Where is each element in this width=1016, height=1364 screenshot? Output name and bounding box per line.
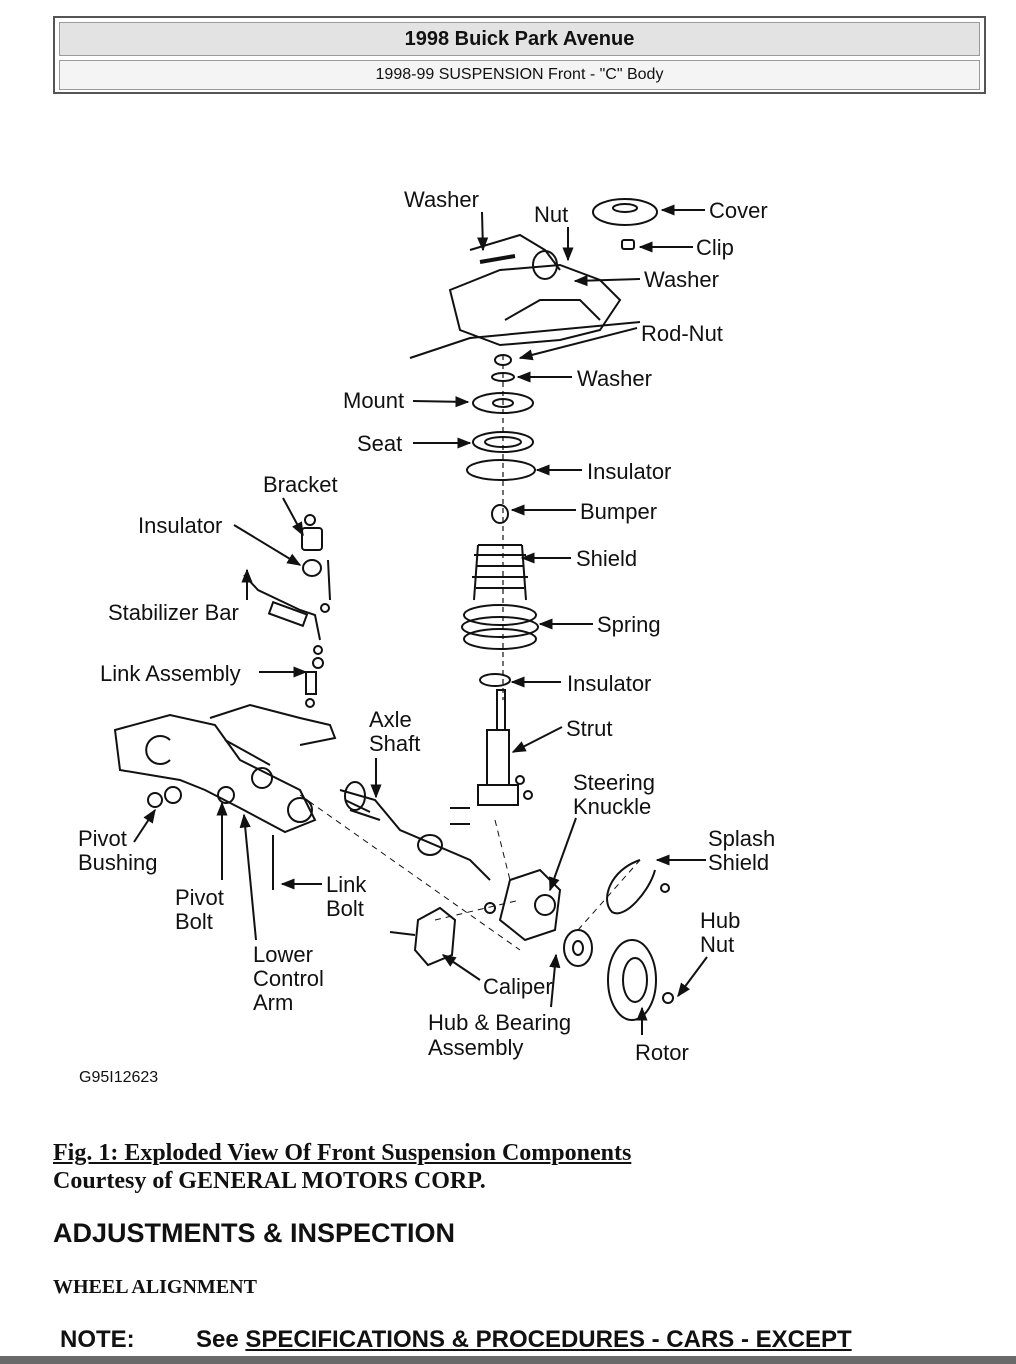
label-pivot-bushing-1: Pivot: [78, 826, 127, 851]
label-hub-bearing-2: Assembly: [428, 1035, 523, 1060]
leader-arrows: [133, 204, 708, 1035]
label-link-assembly: Link Assembly: [100, 661, 241, 686]
figure-code: G95I12623: [79, 1069, 158, 1086]
label-hub-nut-1: Hub: [700, 908, 740, 933]
label-insulator-upper: Insulator: [587, 459, 671, 484]
label-axle-shaft-2: Shaft: [369, 731, 420, 756]
label-lower-control-arm-1: Lower: [253, 942, 313, 967]
label-shield: Shield: [576, 546, 637, 571]
label-link-bolt-1: Link: [326, 872, 367, 897]
label-cover: Cover: [709, 198, 768, 223]
label-caliper: Caliper: [483, 974, 553, 999]
page-bottom-bar: [0, 1356, 1016, 1364]
document-subtitle: 1998-99 SUSPENSION Front - "C" Body: [59, 60, 980, 90]
note-line: NOTE: See SPECIFICATIONS & PROCEDURES - C…: [60, 1326, 852, 1354]
label-pivot-bolt-1: Pivot: [175, 885, 224, 910]
label-insulator-lower: Insulator: [567, 671, 651, 696]
label-nut: Nut: [534, 202, 568, 227]
exploded-suspension-diagram: Washer Nut Cover Clip Washer Rod-Nut Was…: [78, 187, 775, 1086]
specifications-link[interactable]: SPECIFICATIONS & PROCEDURES - CARS - EXC…: [245, 1326, 852, 1353]
label-insulator-left: Insulator: [138, 513, 222, 538]
label-strut: Strut: [566, 716, 612, 741]
document-title: 1998 Buick Park Avenue: [59, 22, 980, 56]
note-label: NOTE:: [60, 1326, 135, 1353]
label-rotor: Rotor: [635, 1040, 689, 1065]
label-lower-control-arm-2: Control: [253, 966, 324, 991]
label-lower-control-arm-3: Arm: [253, 990, 293, 1015]
label-washer-mid: Washer: [577, 366, 652, 391]
label-link-bolt-2: Bolt: [326, 896, 364, 921]
label-pivot-bolt-2: Bolt: [175, 909, 213, 934]
document-header: 1998 Buick Park Avenue 1998-99 SUSPENSIO…: [53, 16, 986, 94]
component-labels: Washer Nut Cover Clip Washer Rod-Nut Was…: [78, 187, 775, 1086]
label-steering-knuckle-1: Steering: [573, 770, 655, 795]
label-bumper: Bumper: [580, 499, 657, 524]
label-splash-shield-1: Splash: [708, 826, 775, 851]
figure-caption-courtesy: Courtesy of GENERAL MOTORS CORP.: [53, 1168, 486, 1194]
label-hub-nut-2: Nut: [700, 932, 734, 957]
note-prefix: See: [196, 1326, 239, 1353]
label-pivot-bushing-2: Bushing: [78, 850, 158, 875]
label-seat: Seat: [357, 431, 402, 456]
label-mount: Mount: [343, 388, 404, 413]
figure-caption-title: Fig. 1: Exploded View Of Front Suspensio…: [53, 1140, 632, 1166]
subsection-heading: WHEEL ALIGNMENT: [53, 1276, 257, 1298]
section-heading: ADJUSTMENTS & INSPECTION: [53, 1218, 456, 1248]
label-washer-top: Washer: [404, 187, 479, 212]
label-washer-right: Washer: [644, 267, 719, 292]
label-clip: Clip: [696, 235, 734, 260]
label-stabilizer-bar: Stabilizer Bar: [108, 600, 239, 625]
label-bracket: Bracket: [263, 472, 338, 497]
label-spring: Spring: [597, 612, 661, 637]
label-steering-knuckle-2: Knuckle: [573, 794, 651, 819]
label-axle-shaft-1: Axle: [369, 707, 412, 732]
label-rod-nut: Rod-Nut: [641, 321, 723, 346]
label-splash-shield-2: Shield: [708, 850, 769, 875]
label-hub-bearing-1: Hub & Bearing: [428, 1010, 571, 1035]
